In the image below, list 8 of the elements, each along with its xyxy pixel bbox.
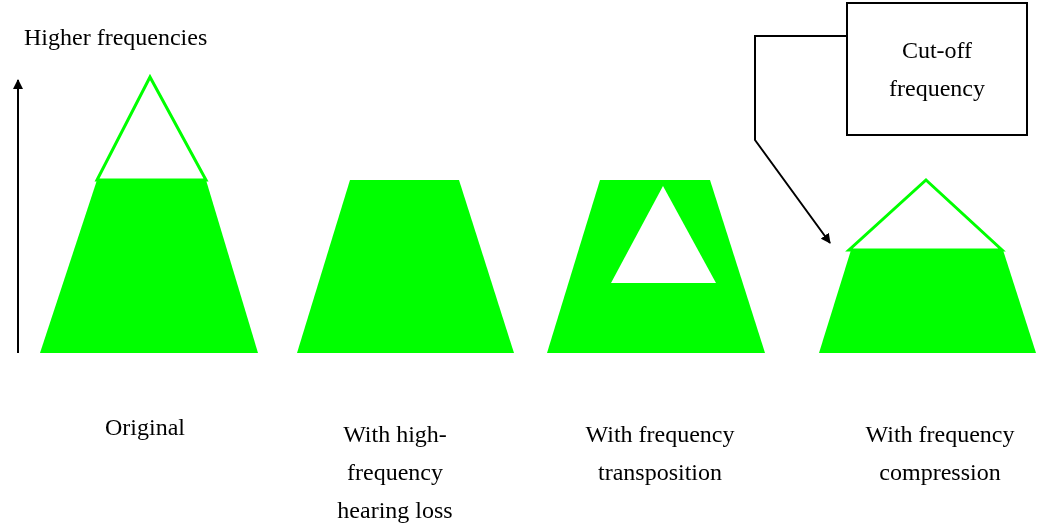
caption: With frequency transposition <box>584 420 736 487</box>
caption: Original <box>104 413 186 442</box>
axis-label: Higher frequencies <box>24 23 209 52</box>
caption: With frequency compression <box>864 420 1016 487</box>
text-box: Cut-off frequency <box>846 2 1028 136</box>
caption: With high-frequency hearing loss <box>336 420 454 525</box>
spectrum-trapezoid <box>819 250 1036 353</box>
leader-line <box>754 35 847 244</box>
